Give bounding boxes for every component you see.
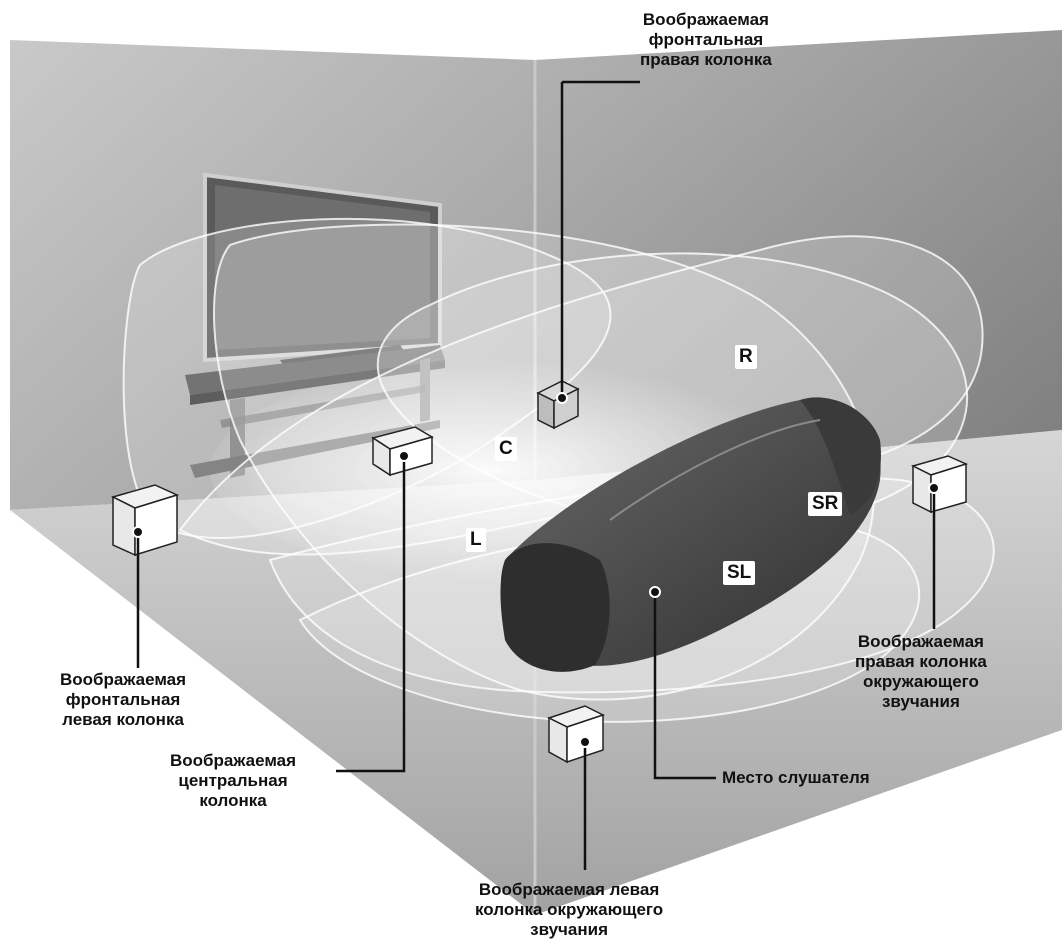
leader-lines (136, 80, 936, 870)
channel-tag-SR: SR (808, 492, 843, 516)
channel-tag-R: R (735, 345, 757, 369)
sofa (500, 397, 881, 672)
label-front-left: Воображаемая фронтальная левая колонка (60, 670, 186, 730)
leader-listener (653, 592, 716, 780)
right-wall (535, 30, 1062, 480)
label-front-left-line-1: Воображаемая (60, 670, 187, 689)
leader-dots (132, 392, 940, 748)
label-front-right-line-1: Воображаемая (642, 10, 769, 29)
label-front-left-line-2: фронтальная (65, 690, 181, 709)
channel-tag-C: C (495, 437, 517, 461)
label-center-line-1: Воображаемая (170, 751, 297, 770)
label-listener-line-1: Место слушателя (722, 768, 870, 787)
label-center: Воображаемая центральная колонка (170, 751, 296, 811)
label-surround-right-line-1: Воображаемая (857, 632, 984, 651)
center-speaker (371, 426, 434, 477)
leader-center (336, 456, 406, 773)
channel-tag-L: L (466, 528, 486, 552)
label-front-right-line-3: правая колонка (640, 50, 772, 69)
label-front-right: Воображаемая фронтальная правая колонка (640, 10, 772, 70)
label-surround-right-line-3: окружающего (862, 672, 979, 691)
label-front-right-line-2: фронтальная (648, 30, 764, 49)
label-center-line-3: колонка (199, 791, 267, 810)
label-surround-left-line-2: колонка окружающего (475, 900, 664, 919)
label-center-line-2: центральная (178, 771, 288, 790)
label-surround-left-line-1: Воображаемая левая (478, 880, 660, 899)
channel-tag-SL: SL (723, 561, 756, 585)
label-surround-left-line-3: звучания (530, 920, 609, 939)
front-left-speaker (110, 484, 180, 557)
label-surround-right-line-4: звучания (881, 692, 960, 711)
label-surround-right-line-2: правая колонка (855, 652, 987, 671)
front-floor-wedge (0, 510, 1062, 944)
label-surround-right: Воображаемая правая колонка окружающего … (855, 632, 987, 712)
label-front-left-line-3: левая колонка (62, 710, 184, 729)
label-surround-left: Воображаемая левая колонка окружающего з… (475, 880, 663, 940)
label-listener: Место слушателя (722, 768, 870, 788)
surround-right-speaker (910, 455, 969, 514)
